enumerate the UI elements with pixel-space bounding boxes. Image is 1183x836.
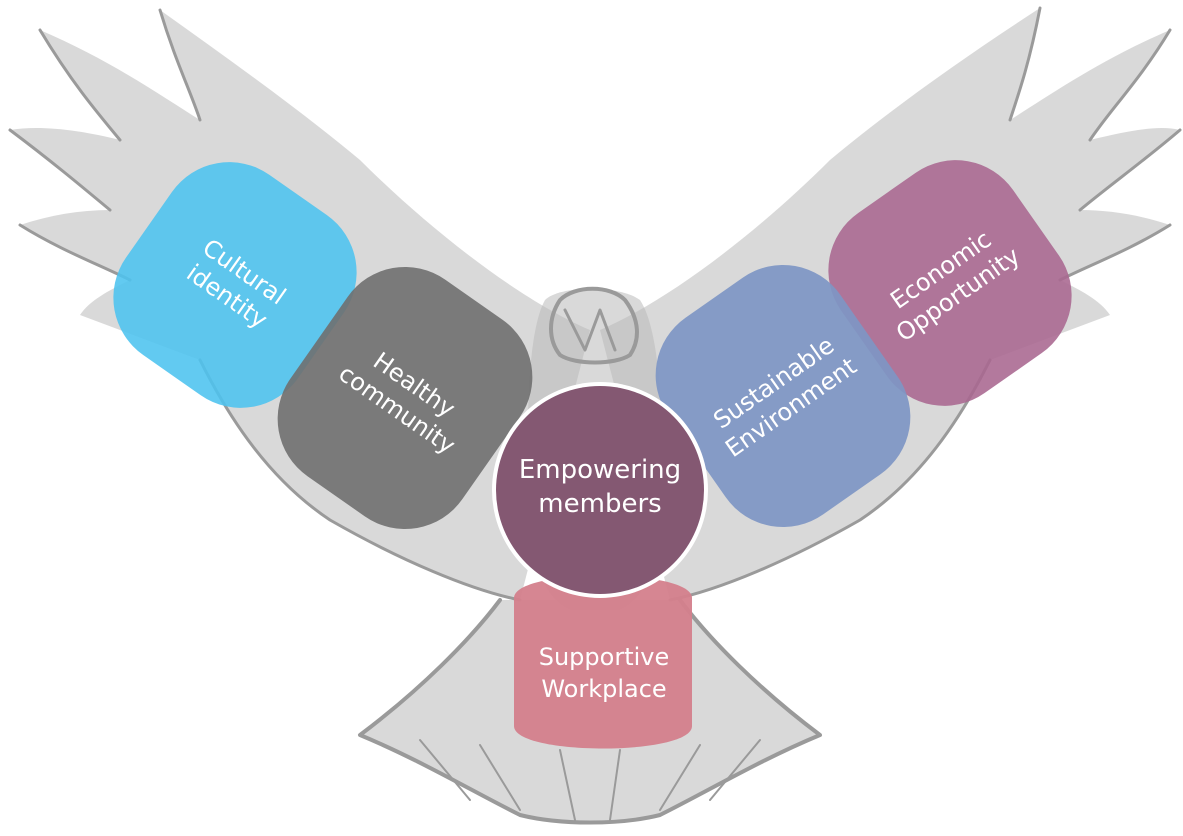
segment-cultural-identity-shape [113,162,357,408]
segment-economic-opportunity-shape [828,160,1072,406]
center-circle-fill [496,386,704,594]
segment-healthy-community: Healthy community [277,266,533,530]
center-empowering-members: Empowering members [492,382,708,598]
segment-economic-opportunity: Economic Opportunity [828,160,1072,406]
label-workplace: Workplace [541,675,666,703]
label-supportive: Supportive [539,643,670,671]
segment-sustainable-environment: Sustainable Environment [655,264,911,528]
segment-cultural-identity: Cultural identity [113,162,357,408]
segment-supportive-workplace: Supportive Workplace [514,575,692,749]
segment-supportive-workplace-shape [514,575,692,749]
segment-sustainable-environment-shape [655,264,911,528]
segment-healthy-community-shape [277,266,533,530]
label-members: members [538,489,661,519]
label-empowering: Empowering [519,455,681,485]
